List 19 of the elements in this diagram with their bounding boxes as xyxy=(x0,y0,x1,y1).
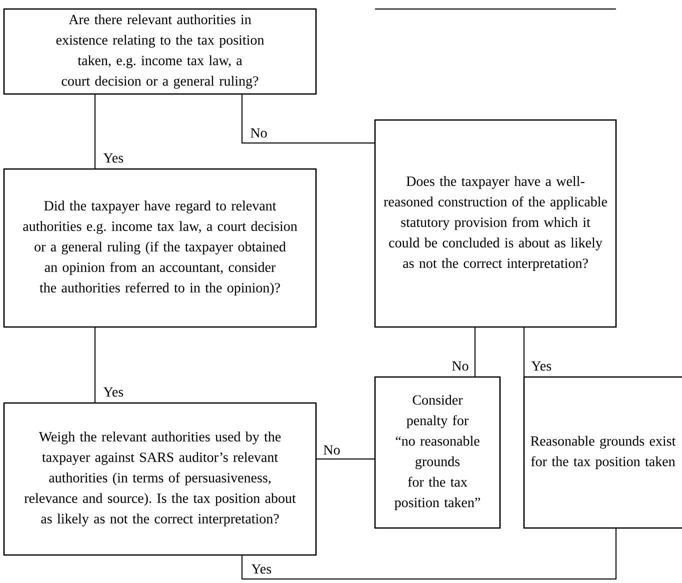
process-box: Does the taxpayer have a well-reasoned construction of the applicable statutory provision from which it could be concluded is about as likely as not the correct interpretation? xyxy=(374,119,617,328)
process-box: Did the taxpayer have regard to relevant authorities e.g. income tax law, a court decision or a general ruling (if the taxpayer obtained an opinion from an accountant, consider the authorities referred to in the opinion)? xyxy=(3,168,317,328)
edge-label: No xyxy=(322,444,342,456)
edge-label: Yes xyxy=(102,386,125,398)
connector-line xyxy=(94,326,96,404)
connector-line xyxy=(316,458,376,460)
process-box: Weigh the relevant authorities used by the taxpayer against SARS auditor’s relevant authorities (in terms of persuasiveness, relevance and source). Is the tax position about as likely as not the correct interpretation? xyxy=(3,402,317,556)
edge-label: Yes xyxy=(530,360,553,372)
connector-line xyxy=(474,326,476,378)
connector-line xyxy=(94,94,96,170)
edge-label: Yes xyxy=(102,152,125,164)
process-box: Are there relevant authorities in existence relating to the tax position taken, e.g. income tax law, a court decision or a general ruling? xyxy=(3,8,317,95)
process-box: Consider penalty for “no reasonable grounds for the tax position taken” xyxy=(374,376,501,529)
connector-line xyxy=(242,94,376,144)
edge-label: Yes xyxy=(250,563,273,575)
edge-label: No xyxy=(249,127,268,139)
process-box: Reasonable grounds exist for the tax position taken xyxy=(523,376,682,529)
edge-label: No xyxy=(450,360,470,372)
connector-line xyxy=(242,527,616,580)
